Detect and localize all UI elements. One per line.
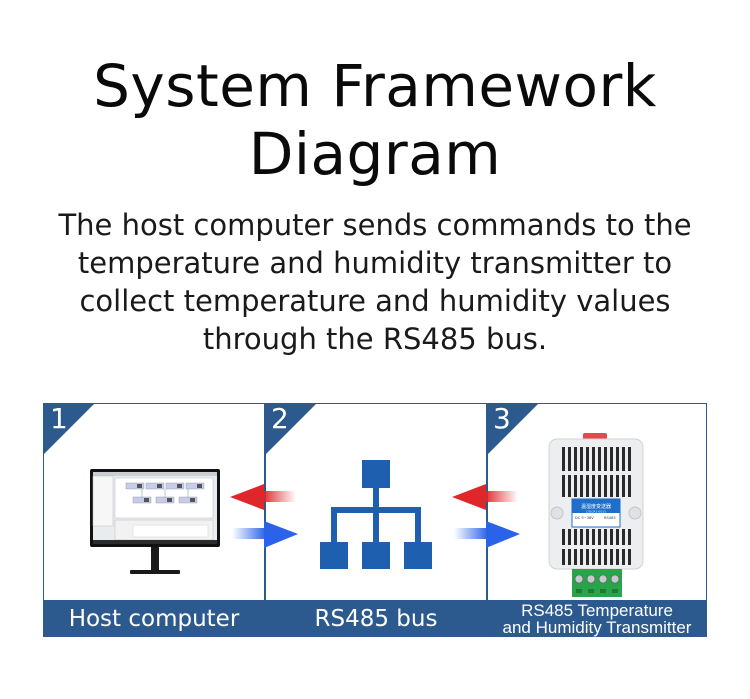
arrow-left-red-icon xyxy=(452,484,518,510)
panel-caption: RS485 bus xyxy=(266,600,486,637)
bidirectional-arrows xyxy=(452,484,520,548)
arrow-right-blue-icon xyxy=(232,521,298,548)
step-number: 1 xyxy=(50,402,68,435)
device-label-text: 温湿度变送器 xyxy=(581,503,611,510)
step-number: 3 xyxy=(493,402,511,435)
caption-rs485-bus: RS485 bus xyxy=(314,605,438,632)
description-line: temperature and humidity transmitter to xyxy=(77,246,673,280)
network-hierarchy-icon xyxy=(320,460,432,569)
bidirectional-arrows xyxy=(230,484,298,548)
description-line: The host computer sends commands to the xyxy=(58,208,692,242)
monitor-icon xyxy=(90,469,220,574)
transmitter-device-icon: 温湿度变送器 CIDOX1-0015 DC 5~36V RS485 xyxy=(548,433,644,597)
description-line: collect temperature and humidity values xyxy=(79,284,671,318)
caption-host-computer: Host computer xyxy=(68,605,240,632)
step-corner-badge xyxy=(488,404,538,454)
step-corner-badge xyxy=(44,404,94,454)
page-title: System Framework Diagram xyxy=(0,52,750,188)
caption-transmitter-line-1: RS485 Temperature xyxy=(521,600,673,620)
panel-caption: Host computer xyxy=(44,600,264,637)
terminal-power-text: DC 5~36V xyxy=(575,516,594,520)
title-line-1: System Framework xyxy=(93,52,657,120)
arrow-right-blue-icon xyxy=(454,521,520,548)
caption-transmitter-line-2: and Humidity Transmitter xyxy=(502,617,692,637)
step-number: 2 xyxy=(271,402,289,435)
description: The host computer sends commands to the … xyxy=(0,206,750,358)
panel-caption: RS485 Temperature and Humidity Transmitt… xyxy=(488,600,706,637)
title-line-2: Diagram xyxy=(248,120,502,188)
step-corner-badge xyxy=(266,404,316,454)
arrow-left-red-icon xyxy=(230,484,296,510)
panel-divider xyxy=(264,403,266,637)
panel-divider xyxy=(486,403,488,637)
terminal-rs485-text: RS485 xyxy=(604,516,616,520)
description-line: through the RS485 bus. xyxy=(202,322,548,356)
device-model-text: CIDOX1-0015 xyxy=(586,510,606,514)
